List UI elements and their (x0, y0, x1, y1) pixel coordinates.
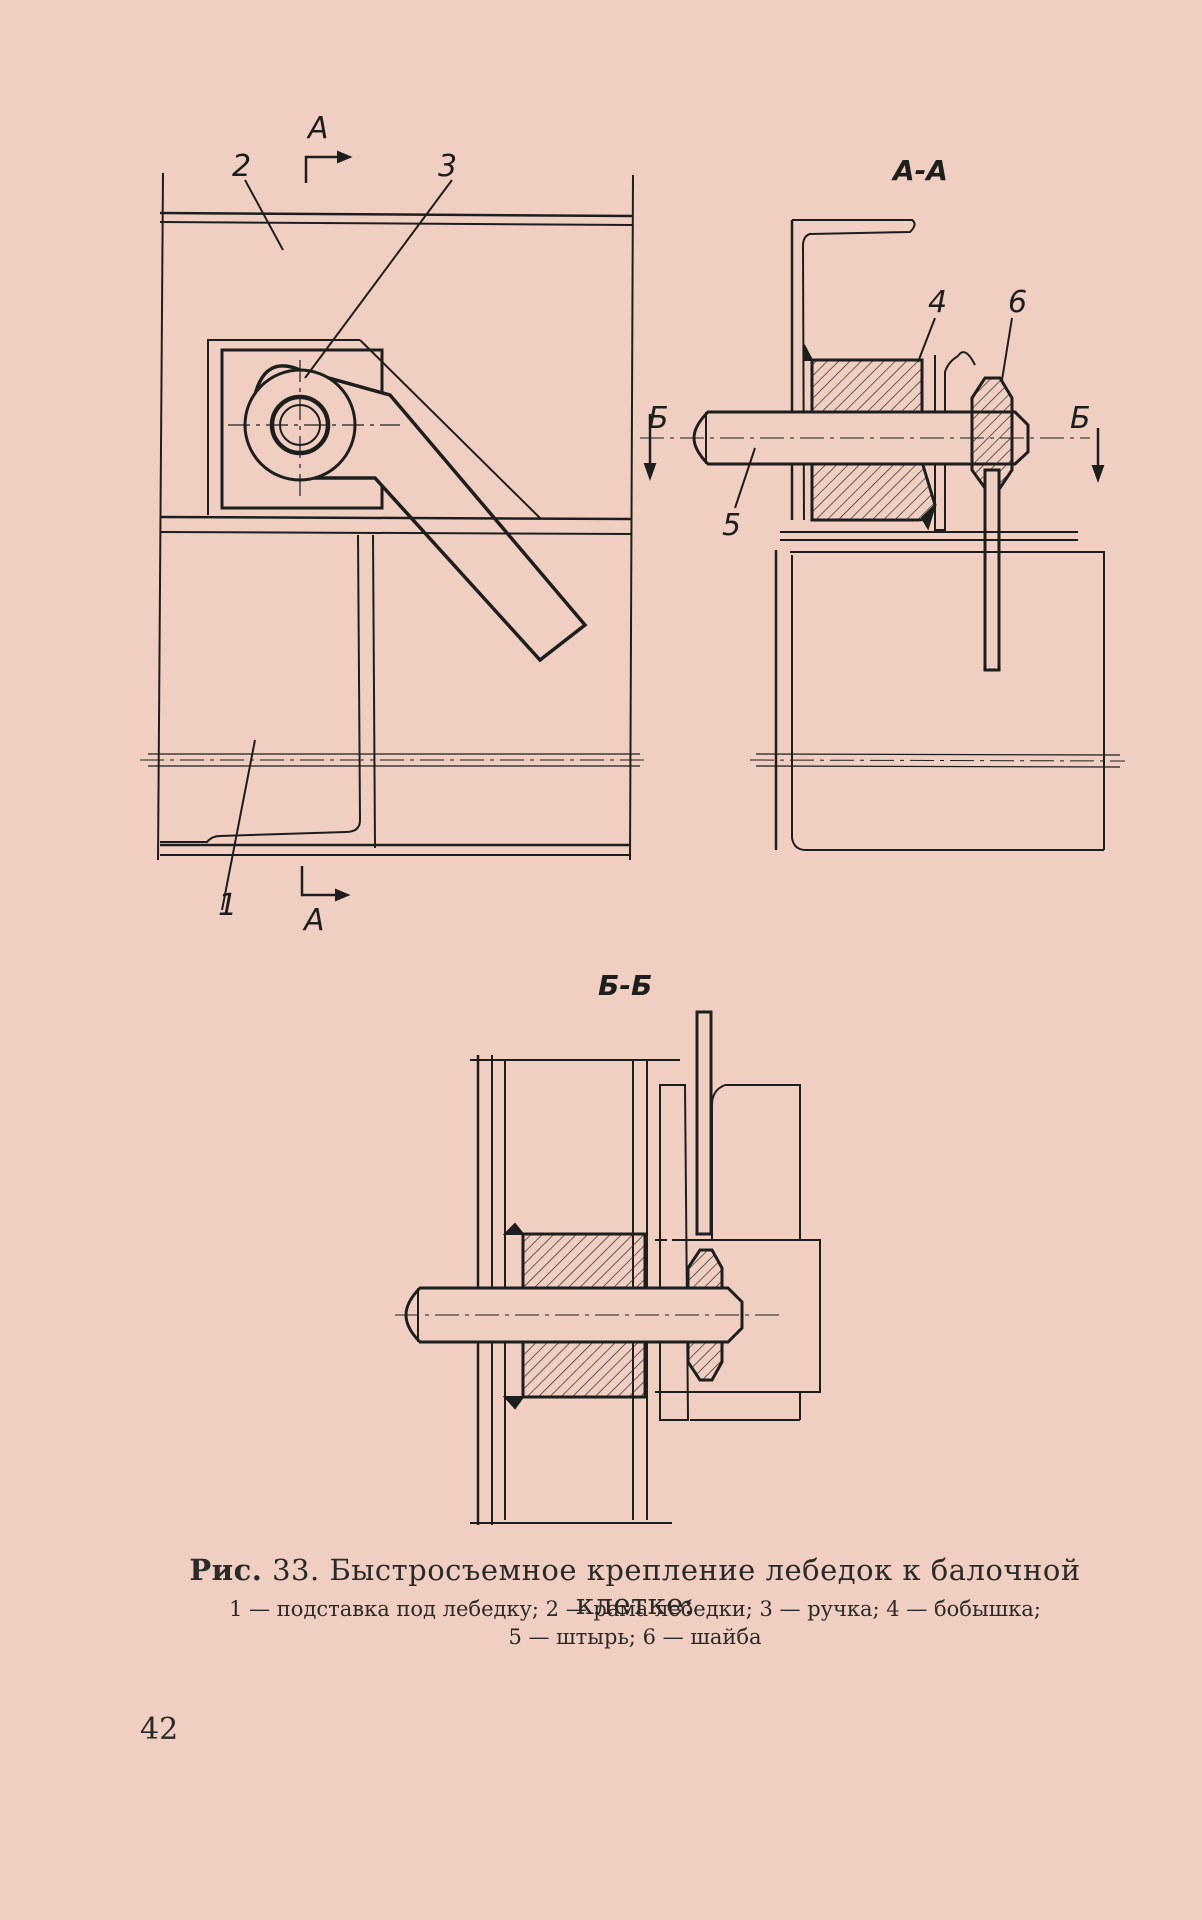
section-bb-title: Б-Б (598, 969, 652, 1002)
figure-caption-legend: 1 — подставка под лебедку; 2 — рама лебе… (140, 1595, 1130, 1651)
caption-title: Быстросъемное крепление лебедок к балочн… (329, 1553, 1081, 1621)
section-mark-a-bottom: А (302, 903, 325, 938)
callout-5: 5 (722, 508, 741, 543)
section-aa-title: А-А (891, 154, 948, 187)
section-mark-a-top: А (306, 111, 329, 146)
caption-legend-line1: 1 — подставка под лебедку; 2 — рама лебе… (229, 1597, 1041, 1621)
section-bb-labels: Б-Б (598, 969, 652, 1002)
front-view (140, 150, 645, 911)
callout-2: 2 (232, 149, 251, 184)
page-number: 42 (140, 1712, 179, 1747)
caption-number: 33. (272, 1553, 320, 1587)
callout-1: 1 (218, 888, 237, 923)
section-bb-view (395, 1010, 821, 1525)
section-aa-view (640, 219, 1126, 851)
figure-caption-title: Рис. 33. Быстросъемное крепление лебедок… (140, 1553, 1130, 1621)
callout-6: 6 (1008, 285, 1027, 320)
section-mark-b-left: Б (648, 401, 669, 436)
caption-prefix: Рис. (189, 1553, 263, 1587)
front-view-labels: 2 3 1 А А (218, 111, 457, 938)
section-mark-b-right: Б (1070, 401, 1091, 436)
callout-3: 3 (438, 149, 457, 184)
callout-4: 4 (928, 285, 947, 320)
section-aa-labels: А-А 4 6 5 Б Б (648, 154, 1091, 543)
caption-legend-line2: 5 — штырь; 6 — шайба (508, 1625, 762, 1649)
